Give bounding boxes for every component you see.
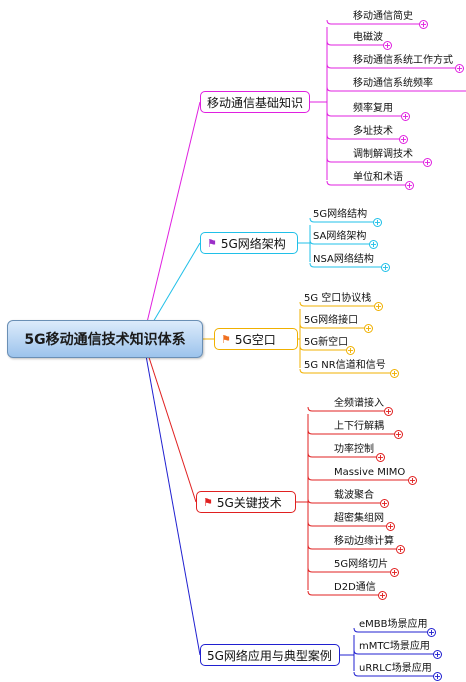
purple-flag-icon: ⚑ <box>207 236 217 250</box>
leaf-underline <box>309 239 369 245</box>
leaf-underline <box>307 498 380 504</box>
root-topic[interactable]: 5G移动通信技术知识体系 <box>7 320 203 358</box>
expand-plus-icon[interactable]: + <box>383 41 392 50</box>
leaf-topic[interactable]: 5G网络切片 <box>334 559 389 570</box>
expand-plus-icon[interactable]: + <box>408 476 417 485</box>
leaf-underline <box>326 19 419 25</box>
leaf-underline <box>307 544 396 550</box>
expand-plus-icon[interactable]: + <box>401 112 410 121</box>
expand-plus-icon[interactable]: + <box>433 672 442 681</box>
expand-plus-icon[interactable]: + <box>386 522 395 531</box>
leaf-topic[interactable]: 多址技术 <box>353 126 393 137</box>
expand-plus-icon[interactable]: + <box>376 453 385 462</box>
leaf-topic[interactable]: 全频谱接入 <box>334 398 384 409</box>
branch-topic-label: 5G关键技术 <box>216 495 282 510</box>
leaf-underline <box>307 521 386 527</box>
leaf-underline <box>307 429 394 435</box>
leaf-underline <box>326 180 405 186</box>
leaf-underline <box>326 63 455 69</box>
leaf-topic[interactable]: mMTC场景应用 <box>359 641 430 652</box>
leaf-topic[interactable]: 频率复用 <box>353 103 393 114</box>
leaf-underline <box>307 406 384 412</box>
leaf-topic[interactable]: 超密集组网 <box>334 513 384 524</box>
leaf-underline <box>309 217 373 223</box>
leaf-underline <box>307 567 390 573</box>
leaf-topic[interactable]: 5G NR信道和信号 <box>304 360 386 371</box>
branch-topic[interactable]: ⚑5G空口 <box>214 328 298 350</box>
leaf-topic[interactable]: 调制解调技术 <box>353 149 413 160</box>
expand-plus-icon[interactable]: + <box>381 263 390 272</box>
leaf-underline <box>307 590 378 596</box>
expand-plus-icon[interactable]: + <box>396 545 405 554</box>
leaf-underline <box>326 157 423 163</box>
leaf-underline <box>326 40 383 46</box>
leaf-topic[interactable]: 5G网络结构 <box>313 209 368 220</box>
expand-plus-icon[interactable]: + <box>399 135 408 144</box>
expand-plus-icon[interactable]: + <box>423 158 432 167</box>
expand-plus-icon[interactable]: + <box>346 346 355 355</box>
expand-plus-icon[interactable]: + <box>380 499 389 508</box>
leaf-underline <box>353 649 433 655</box>
leaf-topic[interactable]: 移动通信简史 <box>353 11 413 22</box>
leaf-underline <box>307 475 408 481</box>
leaf-underline <box>353 627 427 633</box>
expand-plus-icon[interactable]: + <box>390 369 399 378</box>
branch-topic-label: 5G网络应用与典型案例 <box>207 648 332 663</box>
leaf-underline <box>299 368 390 374</box>
expand-plus-icon[interactable]: + <box>384 407 393 416</box>
red-flag-icon: ⚑ <box>203 495 213 509</box>
leaf-underline <box>299 323 364 329</box>
expand-plus-icon[interactable]: + <box>374 302 383 311</box>
expand-plus-icon[interactable]: + <box>378 591 387 600</box>
leaf-topic[interactable]: 移动通信系统频率 <box>353 78 433 89</box>
leaf-topic[interactable]: 5G新空口 <box>304 337 349 348</box>
leaf-underline <box>326 86 466 92</box>
leaf-topic[interactable]: SA网络架构 <box>313 231 367 242</box>
branch-topic-label: 移动通信基础知识 <box>207 95 304 110</box>
expand-plus-icon[interactable]: + <box>427 628 436 637</box>
leaf-topic[interactable]: 功率控制 <box>334 444 374 455</box>
leaf-topic[interactable]: uRRLC场景应用 <box>359 663 432 674</box>
leaf-underline <box>299 301 374 307</box>
branch-topic[interactable]: ⚑5G网络架构 <box>200 232 298 254</box>
expand-plus-icon[interactable]: + <box>405 181 414 190</box>
leaf-topic[interactable]: 载波聚合 <box>334 490 374 501</box>
leaf-underline <box>326 111 401 117</box>
root-topic-label: 5G移动通信技术知识体系 <box>24 332 186 348</box>
leaf-topic[interactable]: 电磁波 <box>353 32 383 43</box>
leaf-topic[interactable]: eMBB场景应用 <box>359 619 428 630</box>
leaf-underline <box>326 134 399 140</box>
root-branch-connector <box>142 338 201 656</box>
expand-plus-icon[interactable]: + <box>369 240 378 249</box>
leaf-underline <box>309 262 381 268</box>
expand-plus-icon[interactable]: + <box>419 20 428 29</box>
expand-plus-icon[interactable]: + <box>364 324 373 333</box>
orange-flag-icon: ⚑ <box>221 332 231 346</box>
expand-plus-icon[interactable]: + <box>455 64 464 73</box>
branch-topic[interactable]: 移动通信基础知识 <box>200 91 310 113</box>
expand-plus-icon[interactable]: + <box>433 650 442 659</box>
branch-topic-label: 5G网络架构 <box>220 236 286 251</box>
leaf-topic[interactable]: NSA网络结构 <box>313 254 374 265</box>
root-branch-connector <box>142 338 197 503</box>
expand-plus-icon[interactable]: + <box>390 568 399 577</box>
leaf-underline <box>353 671 433 677</box>
leaf-topic[interactable]: 移动通信系统工作方式 <box>353 55 453 66</box>
branch-topic-label: 5G空口 <box>234 332 276 347</box>
root-branch-connector <box>142 101 201 340</box>
leaf-topic[interactable]: 单位和术语 <box>353 172 403 183</box>
leaf-underline <box>307 452 376 458</box>
leaf-topic[interactable]: D2D通信 <box>334 582 376 593</box>
branch-topic[interactable]: ⚑5G关键技术 <box>196 491 296 513</box>
branch-topic[interactable]: 5G网络应用与典型案例 <box>200 644 340 666</box>
leaf-topic[interactable]: Massive MIMO <box>334 467 406 478</box>
leaf-topic[interactable]: 上下行解耦 <box>334 421 384 432</box>
leaf-topic[interactable]: 5G网络接口 <box>304 315 359 326</box>
leaf-underline <box>299 345 346 351</box>
leaf-topic[interactable]: 移动边缘计算 <box>334 536 394 547</box>
leaf-topic[interactable]: 5G 空口协议栈 <box>304 293 372 304</box>
expand-plus-icon[interactable]: + <box>373 218 382 227</box>
expand-plus-icon[interactable]: + <box>394 430 403 439</box>
